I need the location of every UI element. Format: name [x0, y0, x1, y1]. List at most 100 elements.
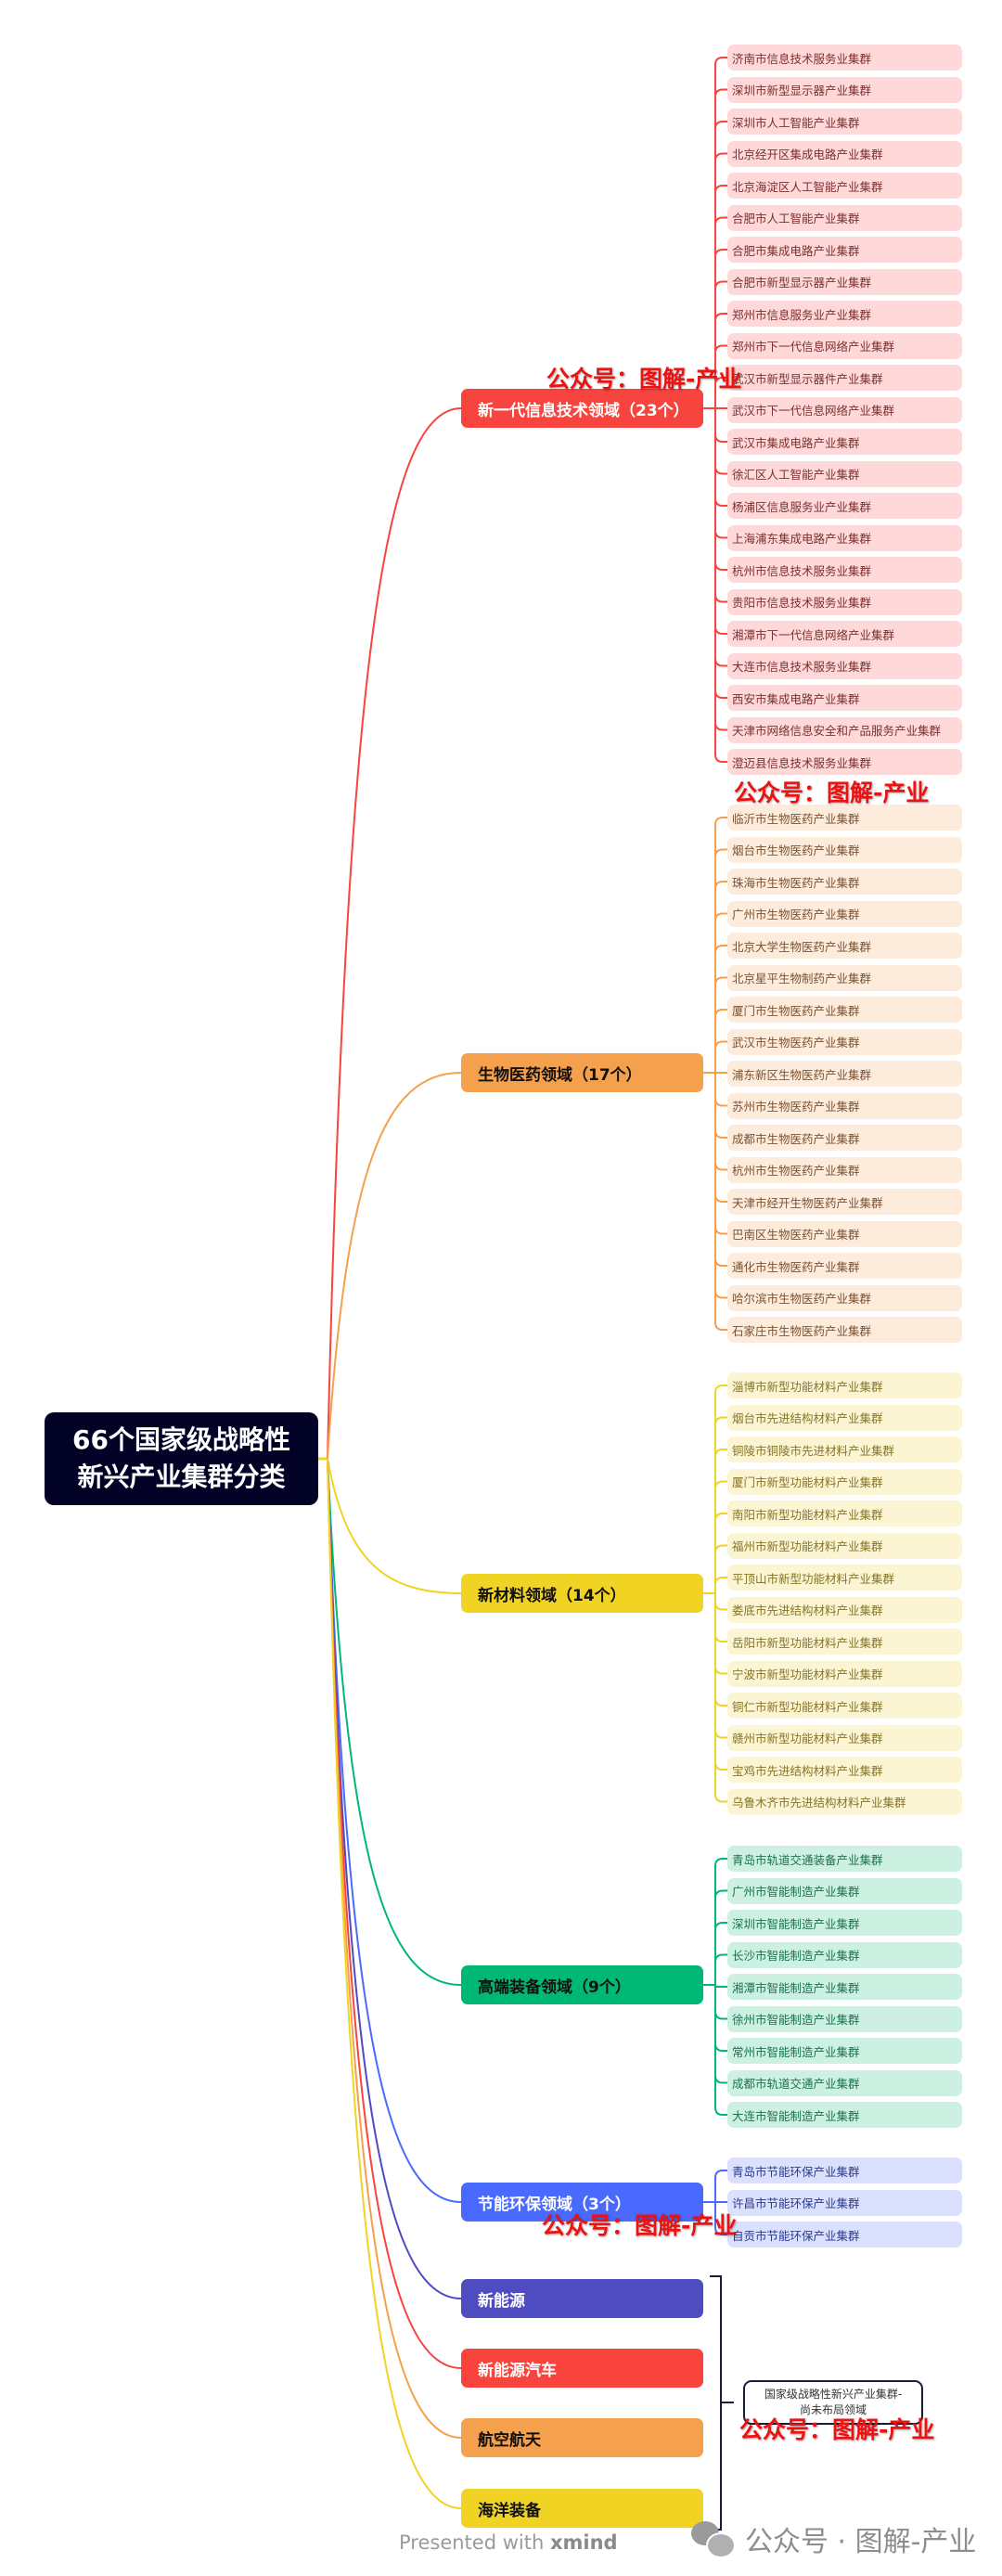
cluster-item[interactable]: 赣州市新型功能材料产业集群	[727, 1724, 962, 1751]
branch-connector	[327, 1458, 462, 2369]
cluster-item[interactable]: 上海浦东集成电路产业集群	[727, 524, 962, 551]
cluster-item-label: 临沂市生物医药产业集群	[732, 811, 860, 826]
branch-topic[interactable]: 新一代信息技术领域（23个）	[461, 389, 703, 428]
cluster-item-label: 成都市生物医药产业集群	[732, 1131, 860, 1146]
cluster-item[interactable]: 青岛市轨道交通装备产业集群	[727, 1846, 962, 1872]
watermark: 公众号：图解-产业	[739, 2416, 935, 2443]
item-connector	[703, 88, 727, 409]
branch-topic[interactable]: 节能环保领域（3个）	[461, 2183, 703, 2222]
branch-topic[interactable]: 新能源	[461, 2279, 703, 2318]
cluster-item[interactable]: 济南市信息技术服务业集群	[727, 45, 962, 71]
cluster-item[interactable]: 西安市集成电路产业集群	[727, 685, 962, 711]
cluster-item[interactable]: 武汉市下一代信息网络产业集群	[727, 396, 962, 423]
cluster-item[interactable]: 长沙市智能制造产业集群	[727, 1941, 962, 1968]
cluster-item[interactable]: 石家庄市生物医药产业集群	[727, 1317, 962, 1343]
cluster-item-label: 浦东新区生物医药产业集群	[732, 1067, 872, 1082]
cluster-item[interactable]: 福州市新型功能材料产业集群	[727, 1532, 962, 1559]
cluster-item-label: 北京大学生物医药产业集群	[732, 939, 872, 954]
cluster-item[interactable]: 贵阳市信息技术服务业集群	[727, 588, 962, 615]
cluster-item[interactable]: 湘潭市下一代信息网络产业集群	[727, 621, 962, 647]
cluster-item[interactable]: 通化市生物医药产业集群	[727, 1253, 962, 1279]
cluster-item[interactable]: 深圳市智能制造产业集群	[727, 1910, 962, 1936]
cluster-item[interactable]: 许昌市节能环保产业集群	[727, 2189, 962, 2216]
cluster-item[interactable]: 自贡市节能环保产业集群	[727, 2222, 962, 2248]
cluster-item[interactable]: 澄迈县信息技术服务业集群	[727, 749, 962, 775]
cluster-item[interactable]: 烟台市生物医药产业集群	[727, 836, 962, 863]
branch-label: 节能环保领域（3个）	[478, 2195, 631, 2214]
watermark: 公众号：图解-产业	[542, 2212, 738, 2239]
xmind-credit: Presented with xmind	[399, 2531, 618, 2554]
branch-topic[interactable]: 高端装备领域（9个）	[461, 1965, 703, 2004]
cluster-item[interactable]: 青岛市节能环保产业集群	[727, 2157, 962, 2183]
cluster-item[interactable]: 成都市轨道交通产业集群	[727, 2069, 962, 2096]
cluster-item[interactable]: 岳阳市新型功能材料产业集群	[727, 1629, 962, 1655]
cluster-item[interactable]: 合肥市新型显示器产业集群	[727, 268, 962, 295]
cluster-item-label: 烟台市生物医药产业集群	[732, 844, 860, 857]
cluster-item[interactable]: 哈尔滨市生物医药产业集群	[727, 1284, 962, 1311]
cluster-item[interactable]: 深圳市新型显示器产业集群	[727, 76, 962, 103]
cluster-item[interactable]: 北京经开区集成电路产业集群	[727, 140, 962, 167]
cluster-item[interactable]: 北京星平生物制药产业集群	[727, 964, 962, 991]
cluster-item[interactable]: 宝鸡市先进结构材料产业集群	[727, 1757, 962, 1783]
branch-label: 高端装备领域（9个）	[478, 1977, 631, 1997]
cluster-item[interactable]: 铜陵市铜陵市先进材料产业集群	[727, 1436, 962, 1462]
cluster-item[interactable]: 娄底市先进结构材料产业集群	[727, 1596, 962, 1623]
item-connector	[703, 1984, 727, 2116]
cluster-item[interactable]: 厦门市生物医药产业集群	[727, 997, 962, 1023]
item-connector	[703, 2170, 727, 2203]
cluster-item[interactable]: 杭州市生物医药产业集群	[727, 1156, 962, 1183]
cluster-item[interactable]: 北京大学生物医药产业集群	[727, 933, 962, 959]
item-connector	[703, 881, 727, 1074]
cluster-item[interactable]: 宁波市新型功能材料产业集群	[727, 1660, 962, 1687]
branch-topic[interactable]: 新能源汽车	[461, 2349, 703, 2388]
cluster-item[interactable]: 大连市信息技术服务业集群	[727, 652, 962, 679]
cluster-item[interactable]: 平顶山市新型功能材料产业集群	[727, 1565, 962, 1591]
cluster-item[interactable]: 铜仁市新型功能材料产业集群	[727, 1693, 962, 1719]
cluster-item[interactable]: 珠海市生物医药产业集群	[727, 869, 962, 895]
cluster-item[interactable]: 武汉市生物医药产业集群	[727, 1028, 962, 1055]
cluster-item[interactable]: 徐州市智能制造产业集群	[727, 2005, 962, 2032]
cluster-item[interactable]: 深圳市人工智能产业集群	[727, 109, 962, 135]
cluster-item[interactable]: 广州市生物医药产业集群	[727, 900, 962, 927]
cluster-item[interactable]: 北京海淀区人工智能产业集群	[727, 173, 962, 199]
cluster-item[interactable]: 郑州市信息服务业产业集群	[727, 301, 962, 327]
cluster-item[interactable]: 合肥市人工智能产业集群	[727, 204, 962, 231]
item-connector	[703, 1889, 727, 1986]
cluster-item[interactable]: 乌鲁木齐市先进结构材料产业集群	[727, 1788, 962, 1815]
cluster-item[interactable]: 合肥市集成电路产业集群	[727, 237, 962, 263]
cluster-item[interactable]: 杭州市信息技术服务业集群	[727, 557, 962, 583]
branch-topic[interactable]: 新材料领域（14个）	[461, 1574, 703, 1613]
item-connector	[703, 1544, 727, 1594]
cluster-item[interactable]: 厦门市新型功能材料产业集群	[727, 1468, 962, 1495]
cluster-item[interactable]: 浦东新区生物医药产业集群	[727, 1061, 962, 1087]
item-connector	[703, 1592, 727, 1803]
cluster-item[interactable]: 巴南区生物医药产业集群	[727, 1220, 962, 1247]
cluster-item-label: 深圳市新型显示器产业集群	[732, 84, 872, 97]
cluster-item[interactable]: 天津市经开生物医药产业集群	[727, 1189, 962, 1215]
cluster-item[interactable]: 武汉市集成电路产业集群	[727, 429, 962, 455]
branch-label: 新材料领域（14个）	[478, 1586, 626, 1605]
cluster-item[interactable]: 成都市生物医药产业集群	[727, 1125, 962, 1151]
cluster-item[interactable]: 烟台市先进结构材料产业集群	[727, 1404, 962, 1431]
root-topic[interactable]: 66个国家级战略性 新兴产业集群分类	[45, 1412, 318, 1505]
root-title-line1: 66个国家级战略性	[72, 1424, 290, 1455]
branch-topic[interactable]: 海洋装备	[461, 2489, 703, 2528]
branch-topic[interactable]: 航空航天	[461, 2418, 703, 2457]
cluster-item[interactable]: 湘潭市智能制造产业集群	[727, 1974, 962, 2000]
summary-note[interactable]: 国家级战略性新兴产业集群- 尚未布局领域	[743, 2380, 923, 2425]
cluster-item[interactable]: 苏州市生物医药产业集群	[727, 1092, 962, 1119]
cluster-item-label: 宝鸡市先进结构材料产业集群	[732, 1763, 883, 1778]
cluster-item-label: 青岛市节能环保产业集群	[732, 2164, 860, 2179]
cluster-item[interactable]: 临沂市生物医药产业集群	[727, 805, 962, 831]
cluster-item[interactable]: 淄博市新型功能材料产业集群	[727, 1372, 962, 1398]
cluster-item[interactable]: 杨浦区信息服务业产业集群	[727, 493, 962, 519]
cluster-item[interactable]: 郑州市下一代信息网络产业集群	[727, 332, 962, 359]
cluster-item[interactable]: 大连市智能制造产业集群	[727, 2102, 962, 2128]
cluster-item[interactable]: 南阳市新型功能材料产业集群	[727, 1501, 962, 1526]
branch-topic[interactable]: 生物医药领域（17个）	[461, 1053, 703, 1092]
cluster-item[interactable]: 常州市智能制造产业集群	[727, 2038, 962, 2064]
cluster-item[interactable]: 徐汇区人工智能产业集群	[727, 460, 962, 487]
cluster-item[interactable]: 广州市智能制造产业集群	[727, 1877, 962, 1904]
cluster-item[interactable]: 天津市网络信息安全和产品服务产业集群	[727, 716, 962, 743]
cluster-item[interactable]: 武汉市新型显示器件产业集群	[727, 365, 962, 391]
